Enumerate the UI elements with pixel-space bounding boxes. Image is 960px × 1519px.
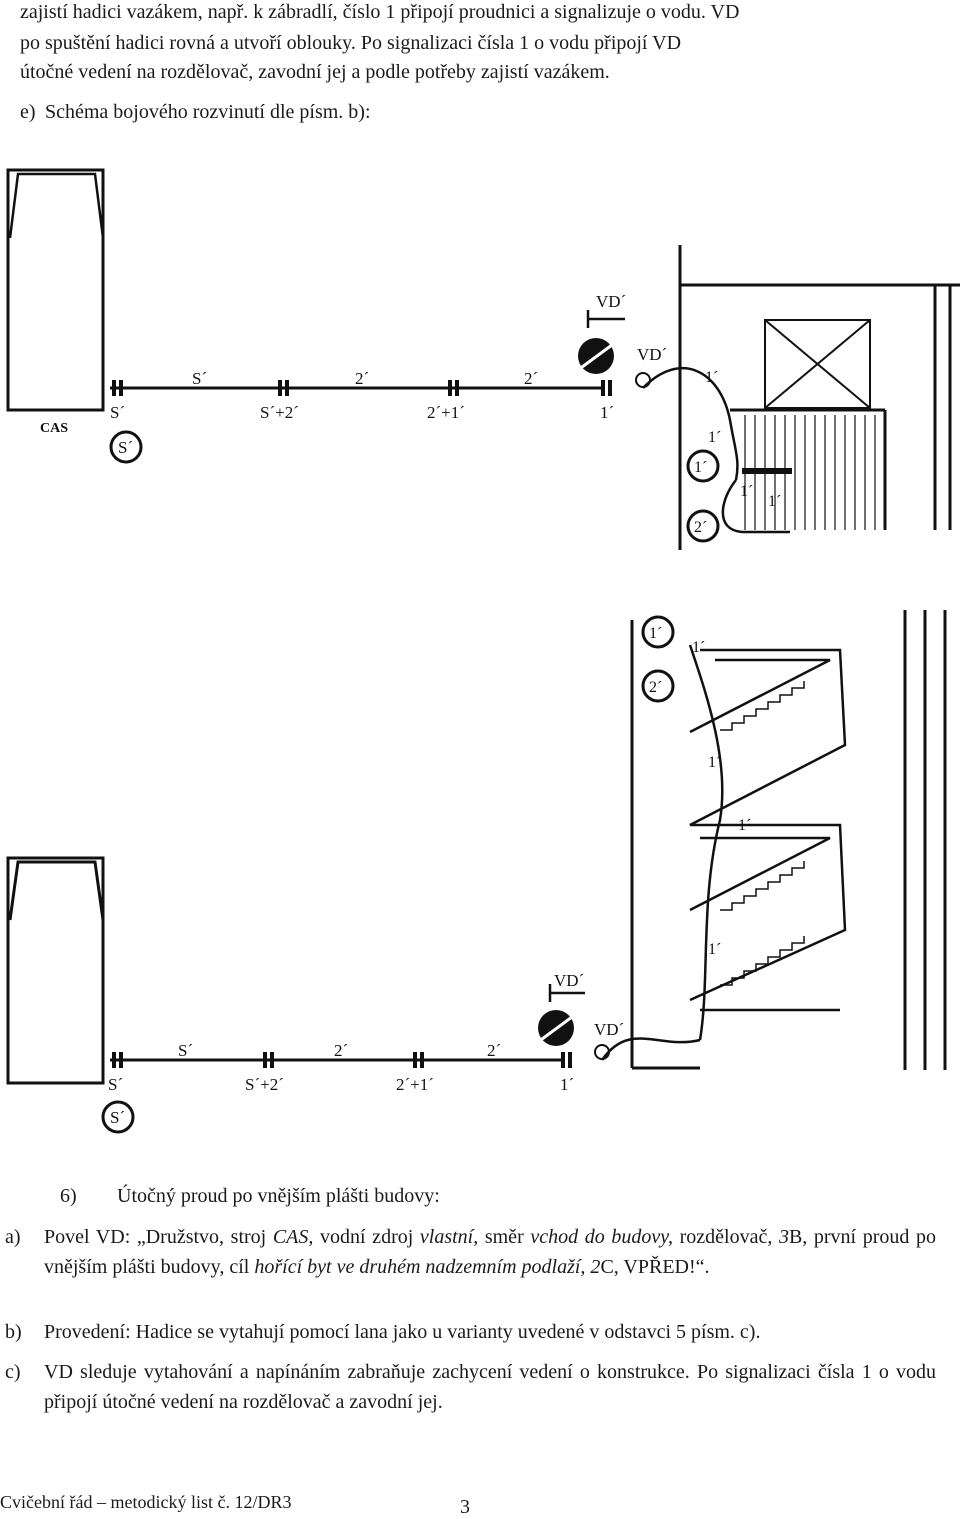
hose-bottom-label: 1´ — [560, 1075, 574, 1094]
hose-bottom-label: S´ — [110, 403, 125, 422]
deployment-diagram-elevation: S´ S´ 2´ 2´ S´ S´+2´ 2´+1´ 1´ VD´ VD´ 1´… — [6, 610, 947, 1134]
hose-bottom-label: S´ — [108, 1075, 123, 1094]
section-6-number: 6) — [60, 1185, 77, 1207]
stair-label: 1´ — [692, 639, 705, 656]
s-circle-label: S´ — [110, 1108, 125, 1127]
stair-label: 1´ — [705, 369, 718, 386]
crew-label: 2´ — [694, 519, 707, 536]
footer-title: Cvičební řád – metodický list č. 12/DR3 — [0, 1492, 292, 1512]
item-e-text: Schéma bojového rozvinutí dle písm. b): — [45, 101, 371, 123]
crew-member-2 — [686, 509, 720, 543]
stair-label: 1´ — [708, 429, 721, 446]
deployment-diagram-plan: CAS S´ S´ 2´ 2´ S´ S´+2´ 2´+1´ 1´ VD´ VD… — [6, 168, 960, 550]
crew-member-2 — [641, 669, 675, 703]
vd-distributor-label: VD´ — [596, 292, 626, 311]
stair-label: 1´ — [768, 493, 781, 510]
stair-label: 1´ — [708, 941, 721, 958]
vd-label: VD´ — [637, 345, 667, 364]
item-b-text: Provedení: Hadice se vytahují pomocí lan… — [44, 1321, 761, 1343]
section-6-heading: Útočný proud po vnějším plášti budovy: — [117, 1185, 440, 1207]
hose-bottom-label: S´+2´ — [260, 403, 299, 422]
crew-member-1 — [686, 449, 720, 483]
hose-bottom-label: S´+2´ — [245, 1075, 284, 1094]
hose-top-label: 2´ — [334, 1041, 348, 1060]
elevator-shaft — [764, 319, 871, 409]
hose-top-label: 2´ — [487, 1041, 501, 1060]
item-b-label: b) — [5, 1321, 22, 1343]
item-c-label: c) — [5, 1361, 21, 1383]
hose-bottom-label: 2´+1´ — [396, 1075, 434, 1094]
stair-label: 1´ — [708, 754, 721, 771]
crew-label: 1´ — [649, 625, 662, 642]
s-circle-icon — [101, 1100, 135, 1134]
page-number: 3 — [460, 1496, 470, 1518]
cas-label: CAS — [40, 421, 68, 436]
item-a-label: a) — [5, 1226, 21, 1248]
stair-label: 1´ — [740, 483, 753, 500]
hose-top-label: 2´ — [355, 369, 369, 388]
item-e-label: e) — [20, 101, 36, 123]
hose-top-label: S´ — [192, 369, 207, 388]
intro-line-3: útočné vedení na rozdělovač, zavodní jej… — [20, 61, 610, 83]
hose-bottom-label: 1´ — [600, 403, 614, 422]
crew-member-1 — [641, 615, 675, 649]
fire-engine-cas — [6, 168, 105, 412]
intro-line-2: po spuštění hadici rovná a utvoří oblouk… — [20, 32, 682, 54]
s-circle-label: S´ — [118, 438, 133, 457]
s-circle-icon — [109, 430, 143, 464]
crew-label: 2´ — [649, 679, 662, 696]
vd-label: VD´ — [594, 1020, 624, 1039]
hose-top-label: S´ — [178, 1041, 193, 1060]
stair-label: 1´ — [738, 817, 751, 834]
hose-top-label: 2´ — [524, 369, 538, 388]
intro-line-1: zajistí hadici vazákem, např. k zábradlí… — [20, 1, 740, 23]
crew-label: 1´ — [694, 459, 707, 476]
fire-engine-cas — [6, 856, 105, 1085]
item-c-text: VD sleduje vytahování a napínáním zabraň… — [44, 1361, 936, 1413]
vd-distributor-label: VD´ — [554, 971, 584, 990]
hose-bottom-label: 2´+1´ — [427, 403, 465, 422]
item-a-text: Povel VD: „Družstvo, stroj CAS, vodní zd… — [44, 1226, 936, 1278]
